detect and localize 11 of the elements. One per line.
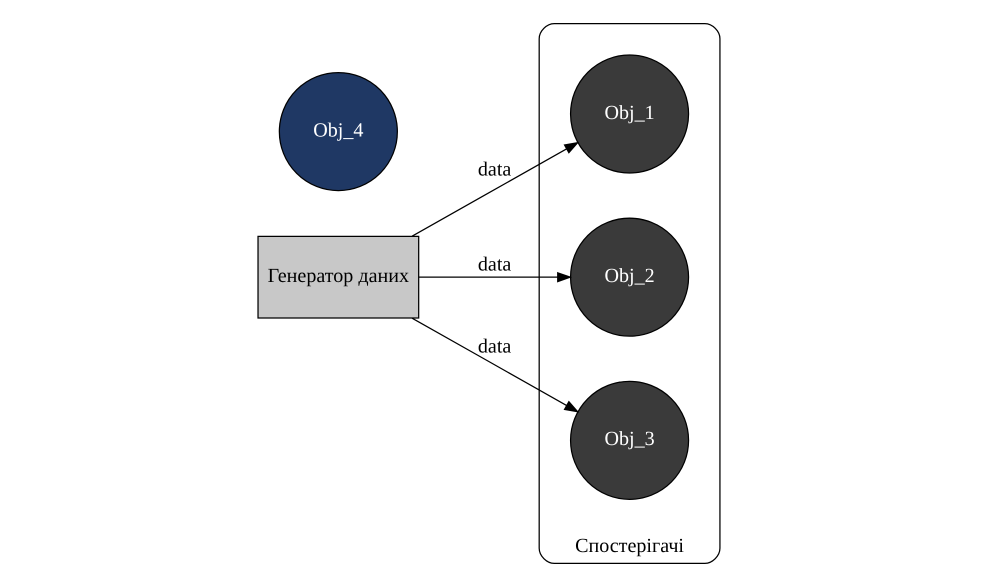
node-circle: Obj_2 [570,218,690,337]
edge-label: data [478,254,512,276]
arrow [412,142,580,237]
node-box: Генератор даних [257,236,420,319]
node-circle: Obj_1 [570,54,690,174]
node-circle: Obj_4 [278,72,398,192]
edge-label: data [478,335,512,358]
arrow [418,272,572,282]
arrow [412,318,580,413]
edge-label: data [478,158,512,180]
node-circle: Obj_3 [570,380,690,500]
